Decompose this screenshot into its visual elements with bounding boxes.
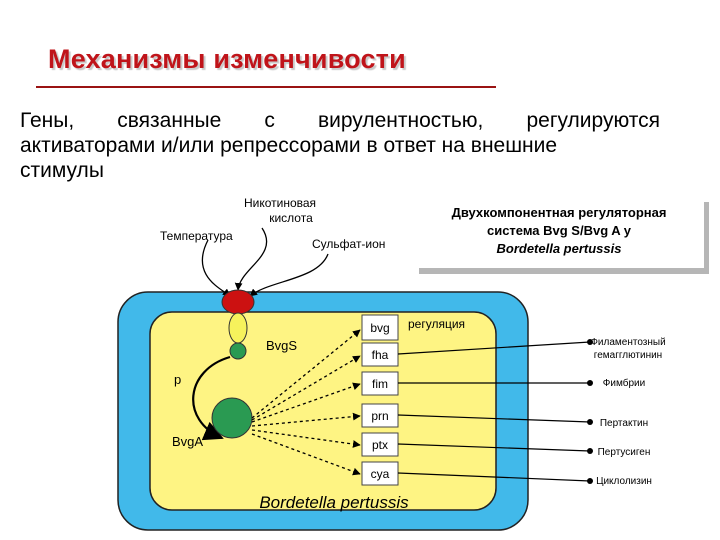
bvgs-kinase-domain xyxy=(229,342,247,360)
two-component-system-box: Двухкомпонентная регуляторная система Bv… xyxy=(414,196,704,268)
temperature-arrow xyxy=(201,239,231,297)
intro-line-2: активаторами и/или репрессорами в ответ … xyxy=(20,134,558,157)
bvgs-sensor-domain xyxy=(221,289,255,315)
product-dots xyxy=(587,339,593,484)
sulfate-arrow xyxy=(249,253,329,297)
product-fha-line2: гемагглютинин xyxy=(594,350,662,361)
system-box-line-3: Bordetella pertussis xyxy=(496,241,622,256)
gene-box-fim: fim xyxy=(361,371,399,396)
product-lines xyxy=(397,341,591,482)
bvga-regulator xyxy=(211,397,253,439)
product-prn: Пертактин xyxy=(600,418,648,429)
phosphotransfer-arrow xyxy=(192,355,231,441)
bvgs-transmembrane-domain xyxy=(228,312,248,344)
system-box-line-2: система Bvg S/Bvg A у xyxy=(486,223,632,238)
gene-label: fim xyxy=(372,377,388,391)
product-cya: Циклолизин xyxy=(596,476,652,487)
stimulus-nicotinic-line1: Никотиновая xyxy=(244,196,316,210)
product-fha-line1: Филаментозный xyxy=(590,337,665,348)
organism-label: Bordetella pertussis xyxy=(259,493,409,512)
regulation-label: регуляция xyxy=(408,317,465,331)
gene-label: prn xyxy=(371,409,388,423)
gene-box-ptx: ptx xyxy=(361,432,399,457)
gene-label: ptx xyxy=(372,438,388,452)
intro-line-3: стимулы xyxy=(20,159,104,182)
phosphate-label: p xyxy=(174,372,181,387)
gene-box-cya: cya xyxy=(361,461,399,486)
title-underline xyxy=(36,86,496,88)
system-box-line-1: Двухкомпонентная регуляторная xyxy=(451,205,667,220)
page-title: Механизмы изменчивости xyxy=(48,44,406,74)
gene-box-bvg: bvg xyxy=(361,314,399,341)
stimulus-temperature: Температура xyxy=(160,229,233,243)
product-fim: Фимбрии xyxy=(603,377,645,389)
gene-label: fha xyxy=(372,348,389,362)
gene-label: bvg xyxy=(370,321,389,335)
bvgs-label: BvgS xyxy=(266,338,297,353)
regulation-lines xyxy=(251,329,361,476)
gene-box-fha: fha xyxy=(361,342,399,367)
stimulus-nicotinic-line2: кислота xyxy=(269,211,313,225)
bvga-label: BvgA xyxy=(172,434,203,449)
nicotinic-arrow xyxy=(234,227,268,291)
intro-text: Гены, связанные с вирулентностью, регули… xyxy=(20,108,660,183)
inner-cell xyxy=(149,311,497,511)
gene-label: cya xyxy=(371,467,390,481)
intro-line-1: Гены, связанные с вирулентностью, регули… xyxy=(20,109,660,132)
product-ptx: Пертусиген xyxy=(598,447,651,458)
stimulus-sulfate: Сульфат-ион xyxy=(312,237,385,251)
gene-box-prn: prn xyxy=(361,403,399,428)
